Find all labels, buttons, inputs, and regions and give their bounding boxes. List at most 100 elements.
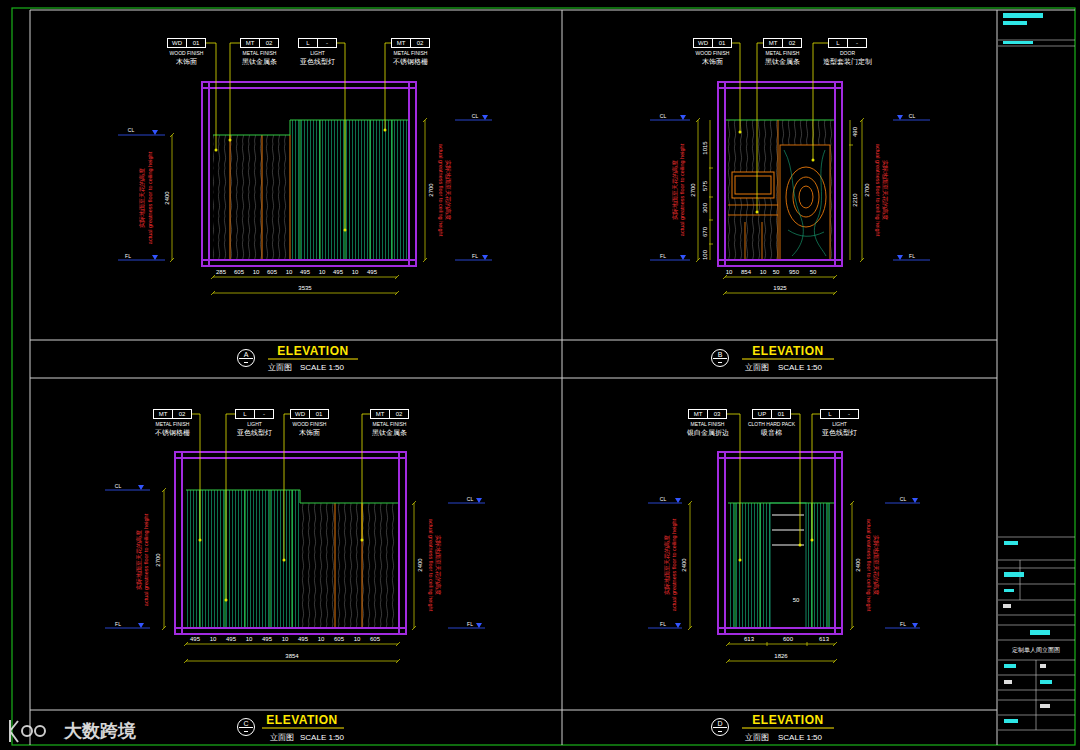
finish-type: METAL FINISH (156, 422, 190, 427)
view-marker: C (237, 718, 255, 736)
dimension: 10 (352, 269, 359, 275)
finish-type: WOOD FINISH (170, 51, 204, 56)
dimension: 2400 (855, 558, 861, 571)
height-note: actual greatness floor to ceiling height (680, 144, 686, 236)
material-name: 造型套装门定制 (823, 58, 872, 65)
marker-divider (239, 358, 253, 359)
material-number: 03 (707, 410, 726, 418)
callout-tag: MT02METAL FINISH不锈钢格栅 (153, 409, 192, 419)
material-code: WD (291, 410, 309, 418)
material-number: 02 (782, 39, 801, 47)
level-mark: FL (467, 622, 473, 627)
material-name: 黑钛金属条 (372, 429, 407, 436)
material-number: - (847, 39, 866, 47)
view-title: ELEVATION (752, 714, 823, 726)
material-number: 02 (389, 410, 408, 418)
dimension: 2400 (417, 558, 423, 571)
material-code: WD (694, 39, 712, 47)
material-code: L (236, 410, 254, 418)
dimension: 2210 (852, 193, 858, 206)
level-mark: FL (472, 254, 478, 259)
watermark: 大数跨境 (64, 722, 136, 740)
title-block-text: 定制单人间立面图 (1012, 647, 1060, 653)
level-mark: CL (660, 497, 666, 502)
scale-note: 立面图 (745, 364, 769, 372)
marker-dash (244, 731, 248, 732)
height-note: 实际地面至天花的高度 (444, 160, 450, 220)
height-note: 实际地面至天花的高度 (872, 535, 878, 595)
finish-type: METAL FINISH (691, 422, 725, 427)
view-marker: A (237, 349, 255, 367)
view-letter: A (238, 351, 254, 358)
callout-tag: MT02METAL FINISH黑钛金属条 (763, 38, 802, 48)
material-code: L (299, 39, 317, 47)
callout-tag: MT03METAL FINISH银白金属折边 (688, 409, 727, 419)
height-note: actual greatness floor to ceiling height (144, 514, 150, 606)
level-mark: FL (125, 254, 131, 259)
marker-dash (718, 731, 722, 732)
material-code: MT (689, 410, 707, 418)
dimension: 1015 (702, 141, 708, 154)
view-title: ELEVATION (277, 345, 348, 357)
dimension: 605 (334, 636, 344, 642)
finish-type: WOOD FINISH (696, 51, 730, 56)
dimension: 854 (741, 269, 751, 275)
dimension: 3535 (298, 285, 311, 291)
level-mark: CL (467, 497, 473, 502)
dimension: 495 (333, 269, 343, 275)
material-name: 黑钛金属条 (242, 58, 277, 65)
dimension: 613 (744, 636, 754, 642)
level-mark: FL (115, 622, 121, 627)
dimension: 1826 (774, 653, 787, 659)
dimension: 2400 (681, 558, 687, 571)
finish-type: CLOTH HARD PACK (748, 422, 795, 427)
material-number: - (839, 410, 858, 418)
callout-tag: WD01WOOD FINISH木饰面 (693, 38, 732, 48)
scale-note: 立面图 (270, 734, 294, 742)
height-note: 实际地面至天花的高度 (665, 535, 671, 595)
dimension: 300 (702, 203, 708, 213)
level-mark: FL (900, 622, 906, 627)
dimension: 10 (286, 269, 293, 275)
level-mark: CL (660, 114, 666, 119)
finish-type: WOOD FINISH (293, 422, 327, 427)
finish-type: DOOR (840, 51, 855, 56)
dimension: 285 (216, 269, 226, 275)
material-name: 木饰面 (702, 58, 723, 65)
material-code: L (829, 39, 847, 47)
material-number: 01 (712, 39, 731, 47)
marker-divider (713, 358, 727, 359)
level-mark: CL (115, 484, 121, 489)
height-note: actual greatness floor to ceiling height (865, 519, 871, 611)
dimension: 50 (773, 269, 780, 275)
dimension: 495 (190, 636, 200, 642)
material-number: - (254, 410, 273, 418)
scale-note: 立面图 (268, 364, 292, 372)
material-name: 银白金属折边 (687, 429, 729, 436)
material-name: 木饰面 (176, 58, 197, 65)
view-title: ELEVATION (266, 714, 337, 726)
scale-note: SCALE 1:50 (300, 364, 344, 372)
height-note: actual greatness floor to ceiling height (427, 519, 433, 611)
dimension: 10 (246, 636, 253, 642)
dimension: 10 (354, 636, 361, 642)
dimension: 495 (262, 636, 272, 642)
marker-divider (713, 727, 727, 728)
level-mark: CL (909, 114, 915, 119)
marker-divider (239, 727, 253, 728)
material-code: MT (392, 39, 410, 47)
scale-note: SCALE 1:50 (300, 734, 344, 742)
material-number: 01 (771, 410, 790, 418)
dimension: 2700 (690, 183, 696, 196)
view-letter: D (712, 720, 728, 727)
view-marker: B (711, 349, 729, 367)
dimension: 605 (234, 269, 244, 275)
level-mark: FL (660, 622, 666, 627)
callout-tag: MT02METAL FINISH不锈钢格栅 (391, 38, 430, 48)
dimension: 613 (819, 636, 829, 642)
material-code: MT (764, 39, 782, 47)
material-name: 黑钛金属条 (765, 58, 800, 65)
material-number: 02 (172, 410, 191, 418)
callout-tag: L-LIGHT亚色线型灯 (235, 409, 274, 419)
